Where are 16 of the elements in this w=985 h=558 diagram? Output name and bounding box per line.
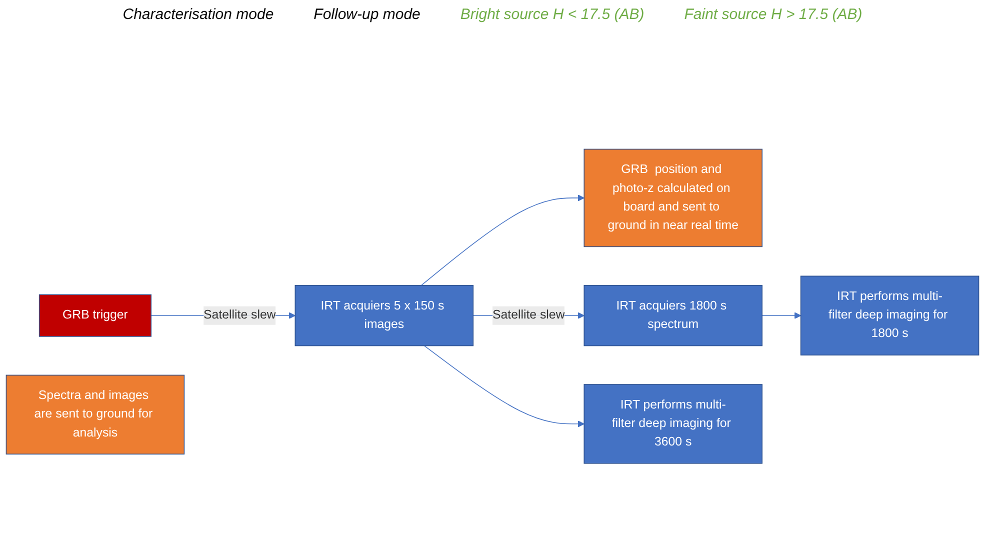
node-box: IRT acquiers 1800 s spectrum (584, 284, 762, 346)
condition-note: Bright source H < 17.5 (AB) (460, 6, 644, 25)
node-box: IRT performs multi-filter deep imaging for 1800 s (800, 275, 980, 356)
node-box: Spectra and images are sent to ground for analysis (6, 374, 185, 454)
node-box: GRB trigger (38, 294, 152, 337)
mode-label: Follow-up mode (314, 6, 420, 25)
arrow (424, 345, 584, 428)
edge-label: Satellite slew (492, 308, 565, 322)
arrow (420, 194, 584, 286)
arrow (762, 312, 802, 319)
mode-label: Characterisation mode (122, 6, 274, 25)
node-box: IRT performs multi-filter deep imaging for 3600 s (584, 384, 762, 464)
node-box: IRT acquiers 5 x 150 s images (294, 284, 474, 346)
condition-note: Faint source H > 17.5 (AB) (684, 6, 862, 25)
edge-label: Satellite slew (204, 308, 276, 322)
node-box: GRB position and photo-z calculated on board and sent to ground in near real time (584, 148, 762, 247)
